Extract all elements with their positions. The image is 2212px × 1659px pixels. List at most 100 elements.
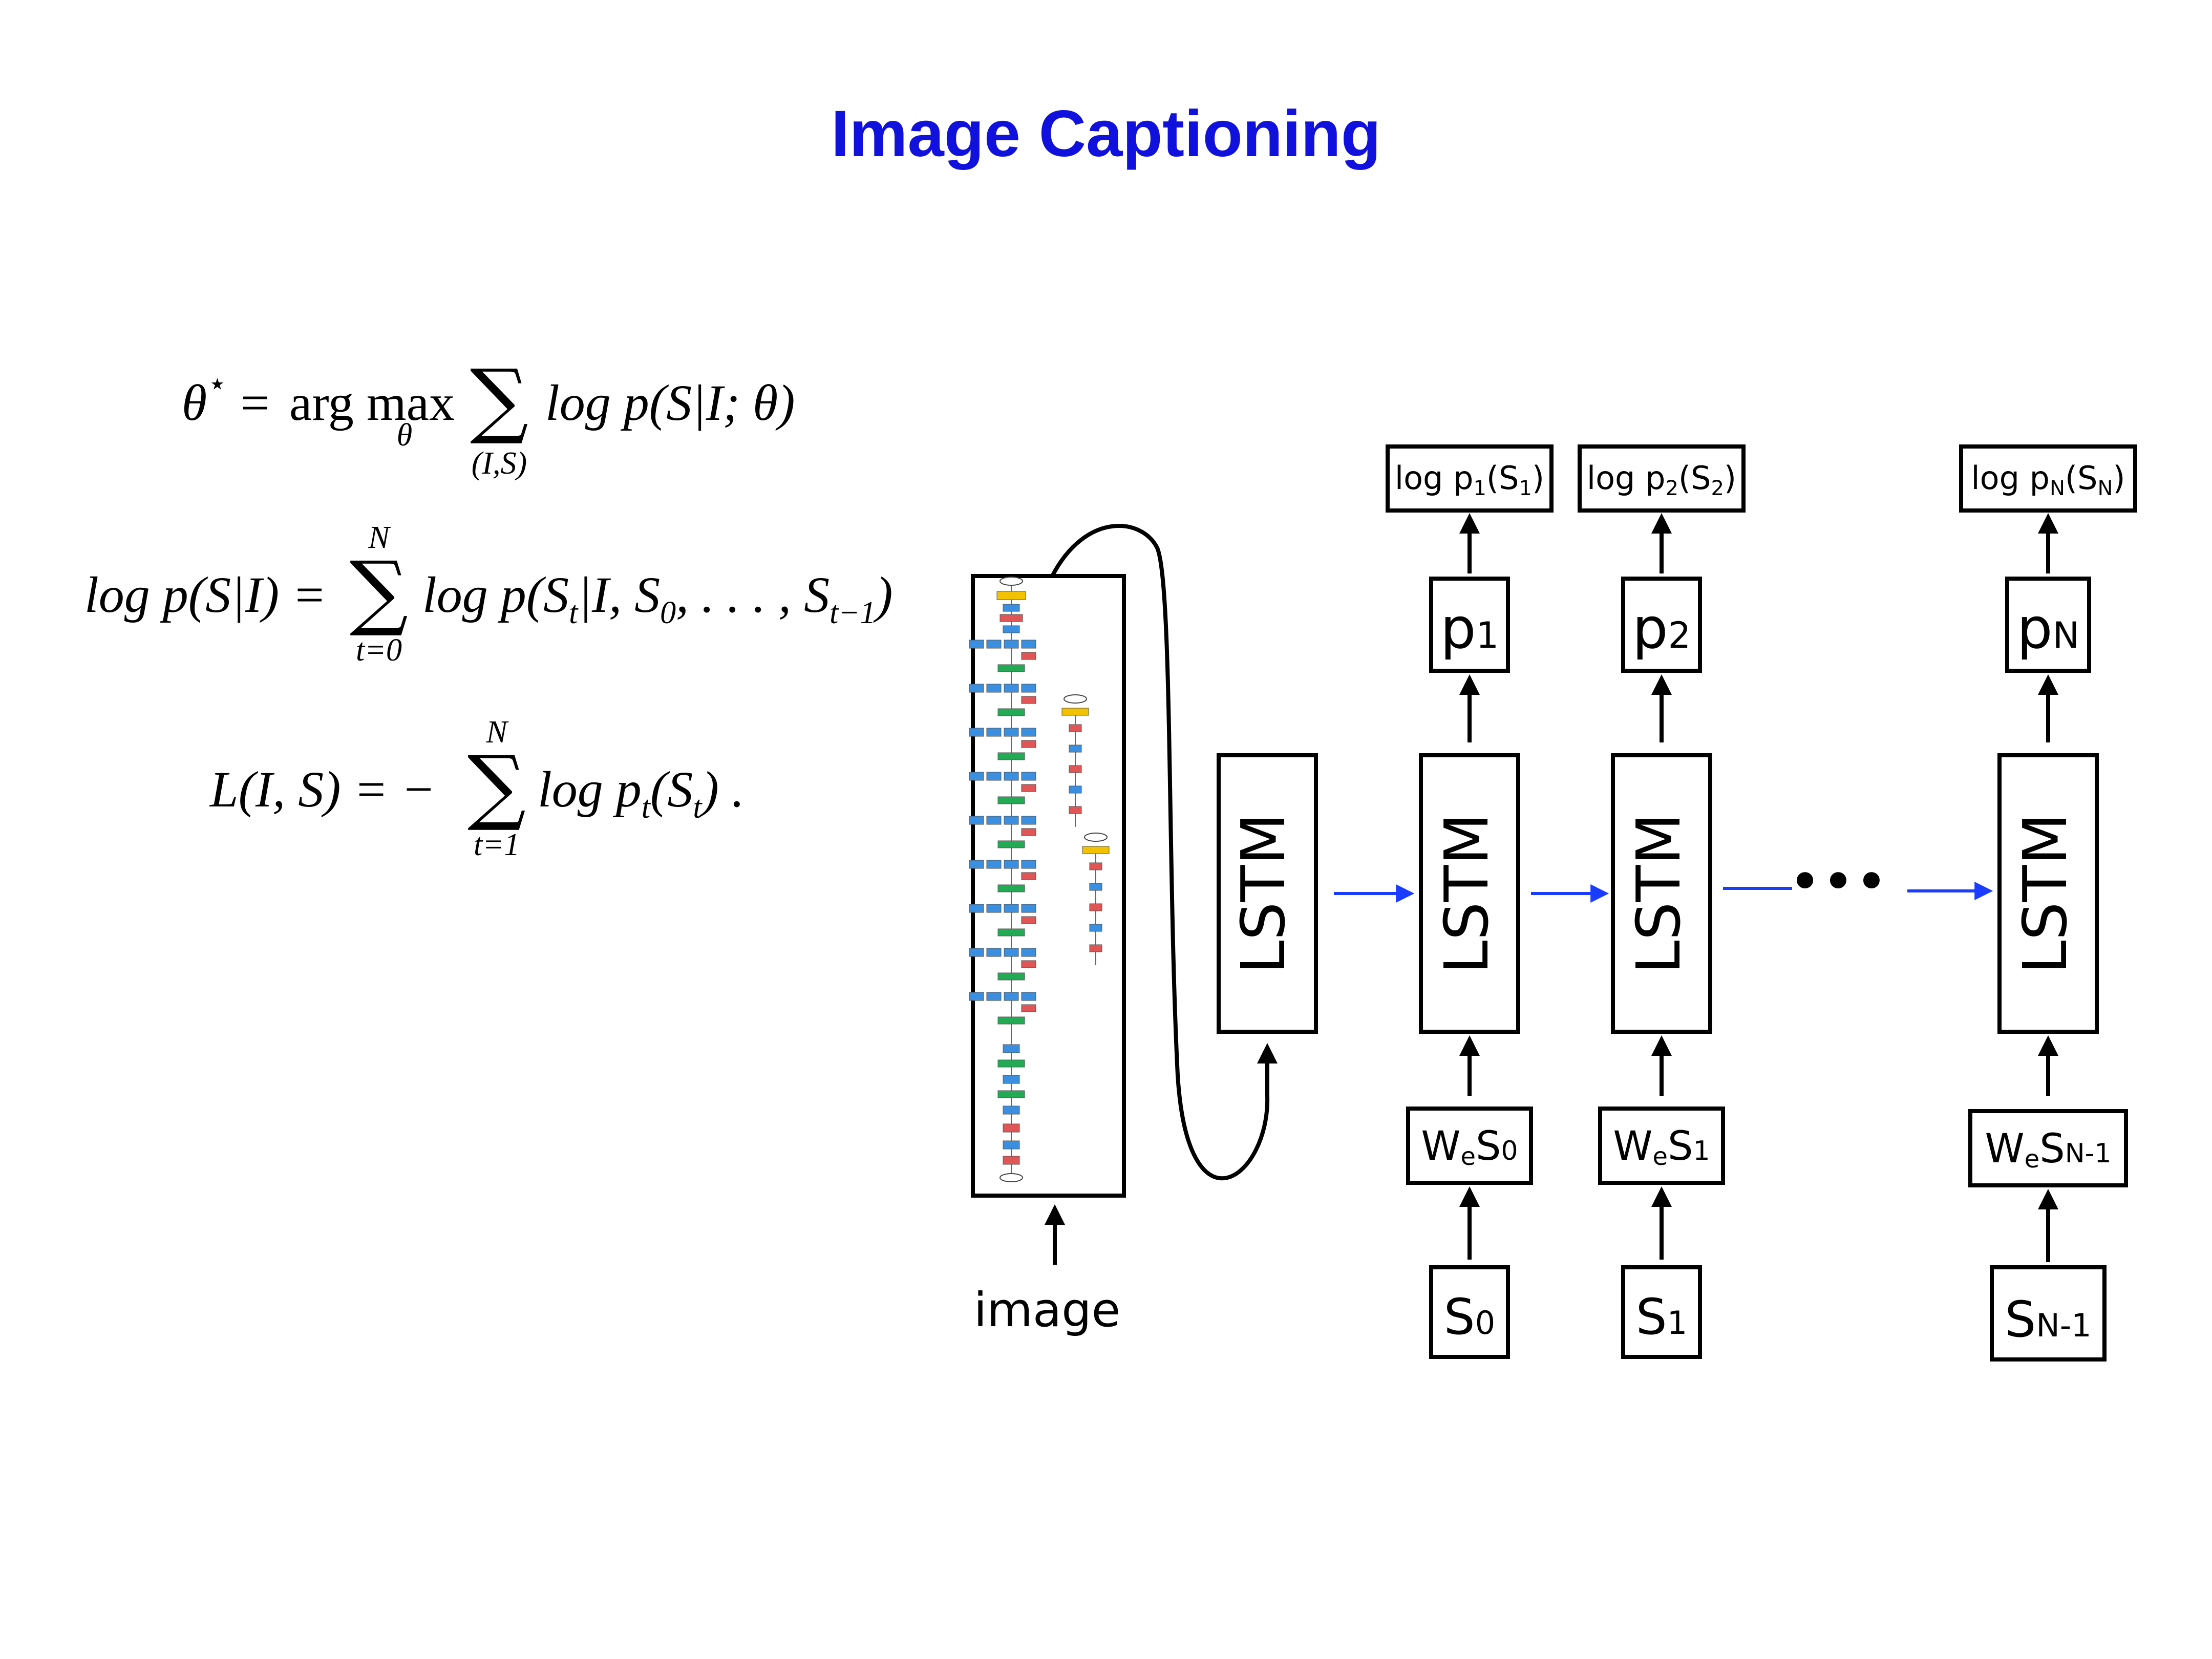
cnn-node: [1021, 728, 1036, 737]
cnn-io-node: [1064, 694, 1087, 704]
cnn-node: [1021, 860, 1036, 869]
logprob-box-1: [1386, 444, 1554, 513]
logprob-text-2: log p2(S2): [1587, 459, 1736, 500]
slide-title: Image Captioning: [831, 97, 1381, 171]
embed-text-n: WeSN-1: [1985, 1126, 2112, 1174]
eq1-equals: =: [241, 374, 269, 431]
logprob-text-1: log p1(S1): [1395, 459, 1544, 500]
cnn-node: [1003, 1044, 1020, 1053]
embed-text-1: WeS0: [1421, 1123, 1518, 1171]
cnn-node: [1003, 1156, 1020, 1165]
cnn-node: [1021, 684, 1036, 693]
cnn-node: [986, 684, 1002, 693]
eq2-lhs: log p(S|I) =: [84, 566, 327, 623]
lstm-block-1: [1419, 753, 1520, 1034]
cnn-node: [1082, 846, 1110, 854]
input-text-1: S0: [1444, 1288, 1495, 1346]
cnn-node: [969, 640, 984, 649]
lstm-block-n: [1997, 753, 2099, 1034]
prob-box-2: [1621, 577, 1702, 673]
cnn-node: [1021, 640, 1036, 649]
logprob-box-n: [1959, 444, 2137, 513]
input-text-n: SN-1: [2005, 1291, 2091, 1348]
logprob-box-2: [1578, 444, 1746, 513]
cnn-node: [1021, 948, 1036, 957]
cnn-node: [1069, 765, 1082, 773]
lstm-label-initial: LSTM: [1228, 813, 1299, 974]
cnn-node: [1089, 944, 1102, 952]
cnn-node: [1004, 992, 1019, 1001]
cnn-node: [986, 772, 1002, 781]
cnn-node: [1021, 904, 1036, 913]
cnn-node: [1061, 708, 1089, 716]
lstm-label-2: LSTM: [1623, 813, 1694, 974]
cnn-io-node: [1084, 833, 1108, 842]
cnn-node: [997, 796, 1025, 804]
eq2-rhs: log p(St|I, S0, . . . , St−1): [422, 566, 893, 630]
cnn-node: [1004, 860, 1019, 869]
cnn-node: [997, 1059, 1025, 1068]
cnn-node: [986, 948, 1002, 957]
cnn-node: [986, 860, 1002, 869]
input-text-2: S1: [1636, 1288, 1687, 1346]
cnn-node: [997, 1016, 1025, 1025]
cnn-node: [1021, 740, 1036, 748]
embed-text-2: WeS1: [1613, 1123, 1710, 1171]
cnn-node: [969, 904, 984, 913]
eq3-rhs: log pt(St) .: [538, 761, 745, 825]
cnn-node: [999, 614, 1023, 622]
cnn-node: [1004, 816, 1019, 825]
cnn-node: [1003, 1075, 1020, 1084]
cnn-node: [1021, 828, 1036, 836]
cnn-node: [986, 640, 1002, 649]
prob-text-2: p2: [1632, 595, 1691, 661]
equation-chain-rule: log p(S|I) = N ∑ t=0 log p(St|I, S0, . .…: [84, 520, 893, 668]
lstm-block-initial: [1217, 753, 1318, 1034]
cnn-node: [997, 708, 1025, 716]
cnn-node: [1021, 652, 1036, 660]
arrow-cnn-to-lstm: [1050, 524, 1278, 1181]
cnn-node: [1069, 806, 1082, 814]
eq3-sum-sign: ∑: [467, 738, 526, 834]
cnn-node: [1021, 1004, 1036, 1012]
cnn-node: [1004, 904, 1019, 913]
prob-box-n: [2005, 577, 2091, 673]
eq2-sum-sign: ∑: [350, 543, 408, 639]
logprob-text-n: log pN(SN): [1971, 459, 2125, 500]
column-n: log pN(SN) pN LSTM WeSN-1 SN-1: [1959, 444, 2137, 1362]
cnn-node: [986, 728, 1002, 737]
cnn-node: [1021, 872, 1036, 880]
cnn-node: [1004, 728, 1019, 737]
cnn-node: [997, 928, 1025, 937]
cnn-node: [1089, 883, 1102, 891]
cnn-node: [1004, 948, 1019, 957]
cnn-io-node: [999, 1173, 1023, 1182]
input-box-2: [1621, 1265, 1702, 1359]
cnn-node: [1003, 625, 1020, 633]
cnn-node: [969, 816, 984, 825]
cnn-node: [997, 972, 1025, 981]
eq1-argmax-sub: θ: [397, 418, 412, 453]
prob-text-1: p1: [1440, 595, 1499, 661]
cnn-node: [1004, 640, 1019, 649]
cnn-node: [997, 752, 1025, 760]
ellipsis: •••: [1789, 849, 1888, 914]
cnn-node: [1089, 862, 1102, 870]
equation-objective: θ ⋆ = arg max θ ∑ (I,S) log p(S|I; θ): [182, 351, 795, 481]
cnn-node: [1021, 784, 1036, 792]
lstm-label-n: LSTM: [2010, 813, 2080, 974]
embed-box-n: [1968, 1109, 2128, 1187]
embed-box-2: [1598, 1107, 1725, 1185]
cnn-node: [969, 992, 984, 1001]
prob-box-1: [1429, 577, 1510, 673]
cnn-node: [986, 992, 1002, 1001]
column-1: log p1(S1) p1 LSTM WeS0 S0: [1386, 444, 1554, 1359]
cnn-node: [1003, 1105, 1020, 1115]
cnn-node: [1021, 916, 1036, 924]
cnn-node: [1089, 903, 1102, 911]
eq1-argmax: arg max: [289, 374, 455, 431]
eq2-sum-lower: t=0: [356, 633, 402, 668]
cnn-io-node: [999, 577, 1023, 586]
cnn-node: [1069, 785, 1082, 794]
